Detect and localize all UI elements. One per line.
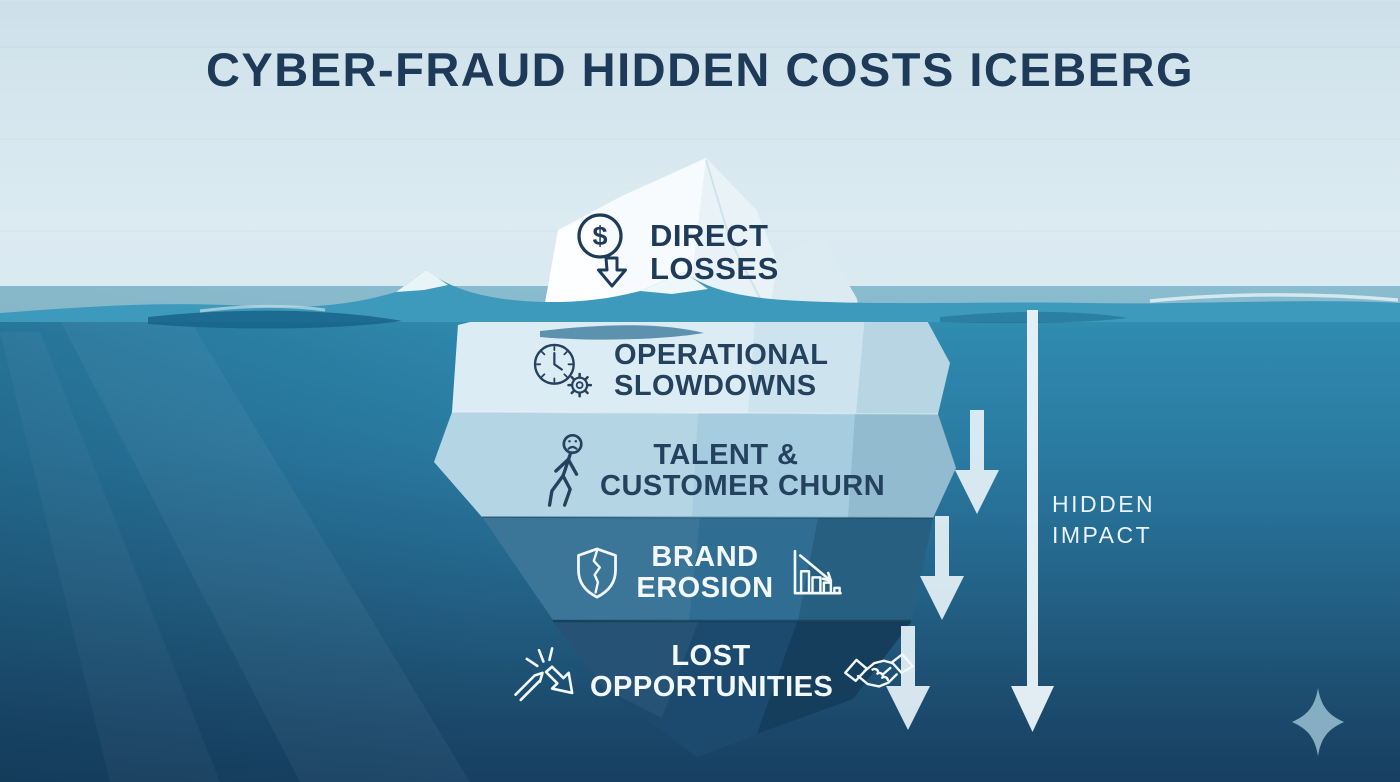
layer-label-lost-opportunities: LOST OPPORTUNITIES bbox=[512, 640, 916, 704]
down-arrow-2 bbox=[920, 516, 964, 620]
clock-gear-icon bbox=[533, 343, 593, 398]
hidden-impact-annotation: HIDDEN IMPACT bbox=[1052, 489, 1155, 551]
iceberg-layer-lost bbox=[553, 619, 911, 757]
layer-label-brand-erosion: BRAND EROSION bbox=[572, 542, 844, 604]
label-line: EROSION bbox=[636, 572, 774, 604]
hidden-impact-long-arrow bbox=[1011, 310, 1054, 732]
label-line: OPERATIONAL bbox=[614, 339, 829, 371]
layer-label-text: DIRECT LOSSES bbox=[650, 219, 779, 285]
label-line: OPPORTUNITIES bbox=[590, 671, 834, 703]
wave-highlight bbox=[199, 304, 326, 313]
impact-arrows bbox=[886, 310, 1054, 732]
annotation-line: HIDDEN bbox=[1052, 491, 1156, 517]
wave-highlight bbox=[1149, 293, 1399, 303]
declining-chart-icon bbox=[793, 549, 842, 595]
sea-surface-fill bbox=[0, 270, 1400, 322]
label-line: BRAND bbox=[651, 541, 759, 573]
sea-surface bbox=[0, 270, 1400, 340]
layer-label-text: TALENT & CUSTOMER CHURN bbox=[600, 439, 886, 502]
layer-label-text: BRAND EROSION bbox=[634, 542, 776, 604]
label-line: DIRECT bbox=[650, 218, 769, 253]
layer-label-talent-customer-churn: TALENT & CUSTOMER CHURN bbox=[544, 432, 886, 510]
cracked-shield-icon bbox=[577, 547, 617, 599]
sparkle-icon bbox=[1292, 688, 1344, 756]
label-line: TALENT & bbox=[653, 439, 799, 471]
label-line: LOSSES bbox=[650, 251, 779, 286]
label-line: CUSTOMER CHURN bbox=[600, 470, 886, 502]
dollar-decrease-icon: $ bbox=[577, 213, 627, 288]
layer-label-text: OPERATIONAL SLOWDOWNS bbox=[614, 340, 828, 402]
sky-background bbox=[0, 0, 1400, 300]
down-arrow-1 bbox=[955, 410, 999, 514]
handshake-icon bbox=[844, 653, 914, 688]
person-leaving-icon bbox=[547, 433, 583, 507]
underwater-light-rays bbox=[0, 320, 470, 782]
down-arrow-3 bbox=[886, 626, 930, 730]
label-line: SLOWDOWNS bbox=[614, 370, 817, 402]
dollar-glyph: $ bbox=[592, 221, 607, 251]
layer-label-operational-slowdowns: OPERATIONAL SLOWDOWNS bbox=[532, 340, 828, 402]
wave-shadow bbox=[148, 310, 402, 329]
layer-label-direct-losses: $ DIRECT LOSSES bbox=[576, 212, 779, 292]
wave-cap bbox=[396, 270, 448, 292]
wave-shadow bbox=[540, 325, 704, 340]
iceberg-layer-brand bbox=[481, 516, 934, 622]
annotation-line: IMPACT bbox=[1052, 522, 1153, 549]
layer-label-text: LOST OPPORTUNITIES bbox=[590, 640, 834, 703]
deal-collapse-icon bbox=[514, 647, 574, 702]
label-line: LOST bbox=[671, 640, 751, 672]
wave-cap bbox=[640, 272, 708, 294]
page-title: CYBER-FRAUD HIDDEN COSTS ICEBERG bbox=[205, 43, 1195, 96]
